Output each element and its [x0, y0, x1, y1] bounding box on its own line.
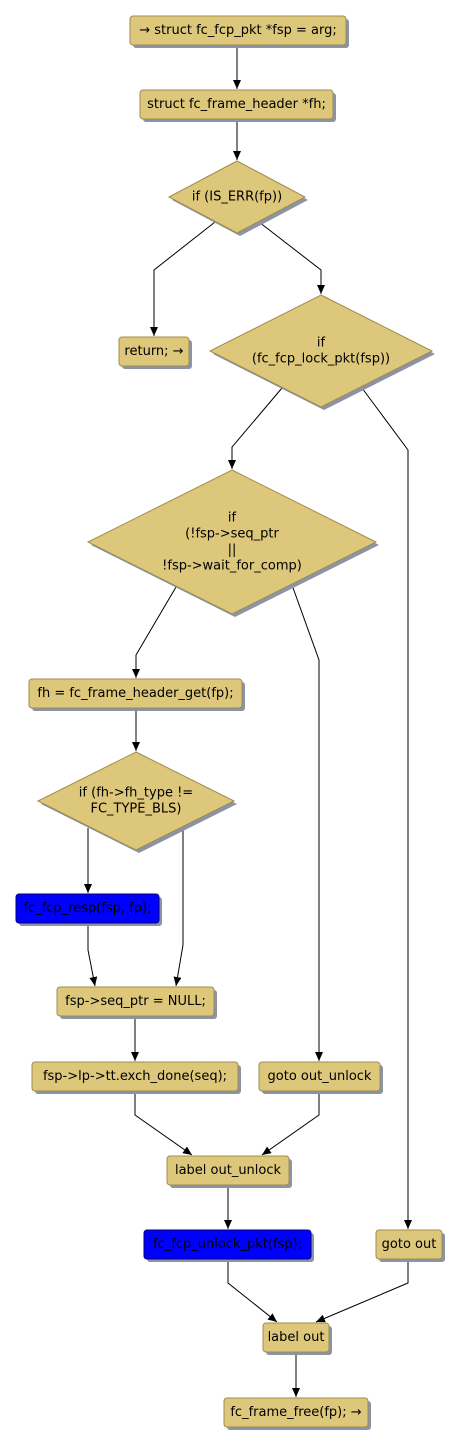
node-n15: goto out — [375, 1229, 445, 1262]
node-n8: if (fh->fh_type !=FC_TYPE_BLS) — [36, 751, 237, 853]
node-label-line: if — [317, 336, 326, 351]
node-label-line: if (IS_ERR(fp)) — [192, 190, 282, 205]
node-label-line: fc_frame_free(fp); → — [230, 1405, 361, 1420]
node-label-line: if — [228, 511, 237, 526]
nodes-layer: → struct fc_fcp_pkt *fsp = arg; struct fc… — [15, 15, 445, 1430]
node-label-line: FC_TYPE_BLS) — [91, 802, 182, 817]
statement-box — [56, 986, 215, 1017]
edge-n8-n10 — [173, 826, 184, 987]
node-label-line: label out_unlock — [175, 1163, 282, 1178]
statement-box — [258, 1061, 381, 1092]
decision-diamond — [208, 294, 434, 408]
node-n2: struct fc_frame_header *fh; — [139, 89, 336, 122]
node-n13: label out_unlock — [166, 1155, 292, 1188]
edge-n6-n7 — [132, 586, 177, 678]
statement-box — [223, 1397, 369, 1428]
statement-box — [28, 678, 243, 709]
node-label-line: return; → — [124, 344, 183, 359]
statement-box — [375, 1229, 443, 1260]
node-n1: → struct fc_fcp_pkt *fsp = arg; — [129, 15, 349, 48]
node-n17: fc_frame_free(fp); → — [223, 1397, 371, 1430]
node-n7: fh = fc_frame_header_get(fp); — [28, 678, 245, 711]
edge-n3-n4 — [150, 221, 216, 336]
highlighted-statement-box — [15, 893, 160, 924]
node-label-line: || — [228, 543, 237, 558]
node-n14: fc_fcp_unlock_pkt(fsp); — [143, 1229, 314, 1262]
node-n6: if(!fsp->seq_ptr||!fsp->wait_for_comp) — [86, 469, 379, 617]
highlighted-statement-box — [143, 1229, 312, 1260]
node-label-line: (fc_fcp_lock_pkt(fsp)) — [252, 352, 390, 367]
node-label-line: label out — [268, 1330, 325, 1345]
statement-box — [139, 89, 334, 120]
node-label-line: (!fsp->seq_ptr — [185, 527, 279, 542]
decision-diamond — [36, 751, 236, 851]
node-n5: if(fc_fcp_lock_pkt(fsp)) — [208, 294, 435, 410]
edge-n3-n5 — [258, 221, 325, 294]
node-n12: goto out_unlock — [258, 1061, 383, 1094]
node-n11: fsp->lp->tt.exch_done(seq); — [31, 1061, 241, 1094]
node-label-line: goto out — [382, 1237, 437, 1252]
node-label-line: goto out_unlock — [268, 1069, 372, 1084]
edge-n6-n12 — [291, 584, 323, 1061]
statement-box — [118, 336, 190, 367]
edge-n5-n15 — [361, 387, 412, 1229]
node-label-line: → struct fc_fcp_pkt *fsp = arg; — [139, 23, 337, 38]
statement-box — [262, 1322, 330, 1353]
node-n3: if (IS_ERR(fp)) — [167, 160, 308, 236]
edge-n14-n16 — [227, 1259, 278, 1323]
edge-n9-n10 — [87, 923, 98, 987]
node-label-line: fh = fc_frame_header_get(fp); — [37, 686, 233, 701]
edge-n11-n13 — [134, 1091, 193, 1156]
node-label-line: !fsp->wait_for_comp) — [162, 559, 302, 574]
node-label-line: fsp->seq_ptr = NULL; — [65, 994, 206, 1009]
node-label-line: if (fh->fh_type != — [79, 786, 193, 801]
statement-box — [129, 15, 347, 46]
node-label-line: fc_fcp_resp(fsp, fp); — [23, 901, 151, 916]
decision-diamond — [167, 160, 307, 234]
decision-diamond — [86, 469, 378, 615]
edges-layer — [84, 45, 412, 1397]
node-n10: fsp->seq_ptr = NULL; — [56, 986, 217, 1019]
edge-n5-n6 — [228, 387, 283, 469]
node-n9: fc_fcp_resp(fsp, fp); — [15, 893, 162, 926]
node-label-line: fc_fcp_unlock_pkt(fsp); — [153, 1237, 302, 1252]
edge-n15-n16 — [315, 1259, 409, 1323]
statement-box — [31, 1061, 239, 1092]
node-n16: label out — [262, 1322, 332, 1355]
edge-n12-n13 — [261, 1091, 320, 1156]
node-label-line: struct fc_frame_header *fh; — [147, 97, 326, 112]
node-label-line: fsp->lp->tt.exch_done(seq); — [43, 1069, 227, 1084]
node-n4: return; → — [118, 336, 192, 369]
statement-box — [166, 1155, 290, 1186]
